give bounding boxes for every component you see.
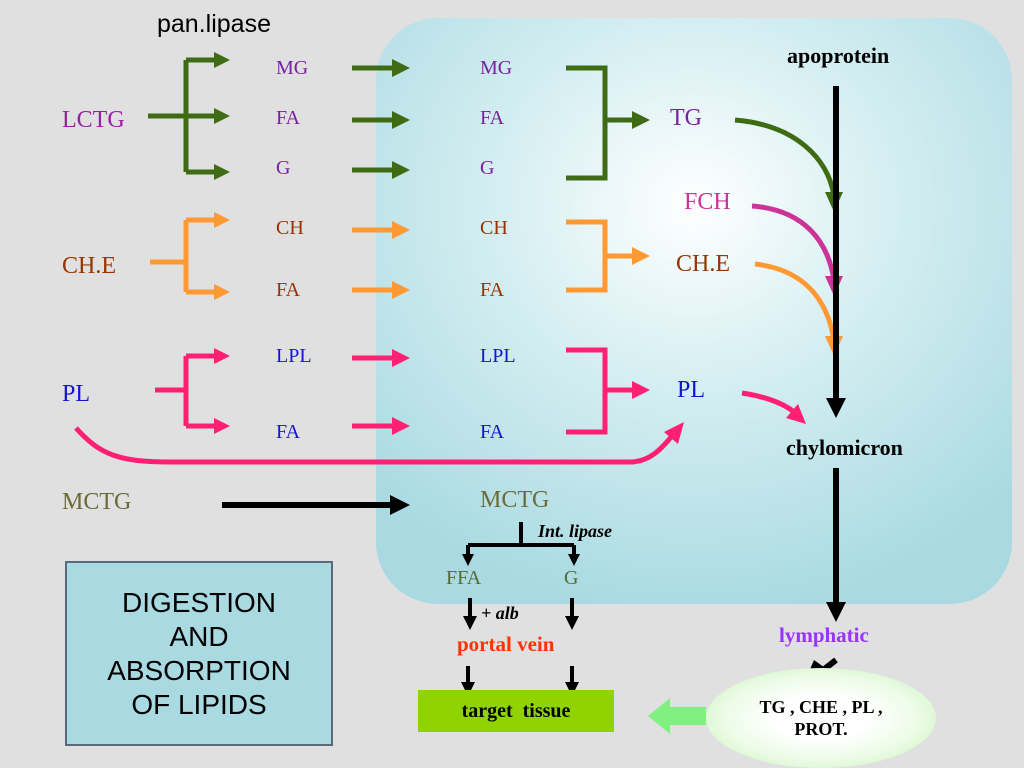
- ffa-label: FFA: [446, 567, 482, 589]
- mctg-label: MCTG: [62, 489, 132, 515]
- lctg-absorbed-fa: FA: [480, 107, 505, 129]
- enterocyte-panel: [376, 18, 1012, 604]
- mctg-absorbed-label: MCTG: [480, 487, 550, 513]
- pl-product-fa: FA: [276, 421, 301, 443]
- pl-label: PL: [62, 381, 91, 407]
- int-lipase-label: Int. lipase: [538, 521, 613, 541]
- che-arrows: [150, 212, 843, 356]
- title-box: DIGESTION AND ABSORPTION OF LIPIDS: [65, 561, 333, 746]
- lctg-absorbed-g: G: [480, 157, 495, 179]
- che-label: CH.E: [62, 253, 116, 279]
- chylo-contents-line-2: PROT.: [794, 719, 848, 739]
- che-absorbed-fa: FA: [480, 279, 505, 301]
- plus-alb-label: + alb: [481, 603, 519, 623]
- che-absorbed-ch: CH: [480, 217, 508, 239]
- apoprotein-label: apoprotein: [787, 43, 890, 68]
- chylomicron-label: chylomicron: [786, 435, 903, 460]
- pl-product-lpl: LPL: [276, 345, 312, 367]
- lctg-product-mg: MG: [276, 57, 309, 79]
- lctg-absorbed-mg: MG: [480, 57, 513, 79]
- che-product-ch: CH: [276, 217, 304, 239]
- target-tissue-label: target tissue: [461, 699, 571, 722]
- fch-label: FCH: [684, 189, 731, 215]
- che-resynth-label: CH.E: [676, 251, 730, 277]
- chylo-contents-line-1: TG , CHE , PL ,: [759, 697, 883, 717]
- title-line-4: OF LIPIDS: [131, 688, 267, 720]
- chylomicron-contents-oval: TG , CHE , PL , PROT.: [706, 668, 936, 768]
- pl-resynth-label: PL: [677, 377, 706, 403]
- title-line-3: ABSORPTION: [107, 654, 291, 686]
- pl-absorbed-lpl: LPL: [480, 345, 516, 367]
- lctg-arrows: [148, 52, 843, 212]
- g-label: G: [564, 567, 579, 589]
- lctg-product-fa: FA: [276, 107, 301, 129]
- che-product-fa: FA: [276, 279, 301, 301]
- lymphatic-label: lymphatic: [779, 623, 869, 647]
- title-line-1: DIGESTION: [121, 586, 276, 618]
- mctg-arrow: [222, 495, 410, 515]
- portal-route: [461, 522, 580, 696]
- pl-absorbed-fa: FA: [480, 421, 505, 443]
- return-arrow: [648, 698, 706, 734]
- target-tissue-box: target tissue: [418, 690, 614, 732]
- enzyme-label: pan.lipase: [157, 10, 271, 38]
- lctg-label: LCTG: [62, 107, 125, 133]
- title-line-2: AND: [169, 620, 229, 652]
- pl-arrows: [74, 347, 806, 465]
- lctg-product-g: G: [276, 157, 291, 179]
- portal-vein-label: portal vein: [457, 632, 555, 656]
- tg-label: TG: [670, 105, 702, 131]
